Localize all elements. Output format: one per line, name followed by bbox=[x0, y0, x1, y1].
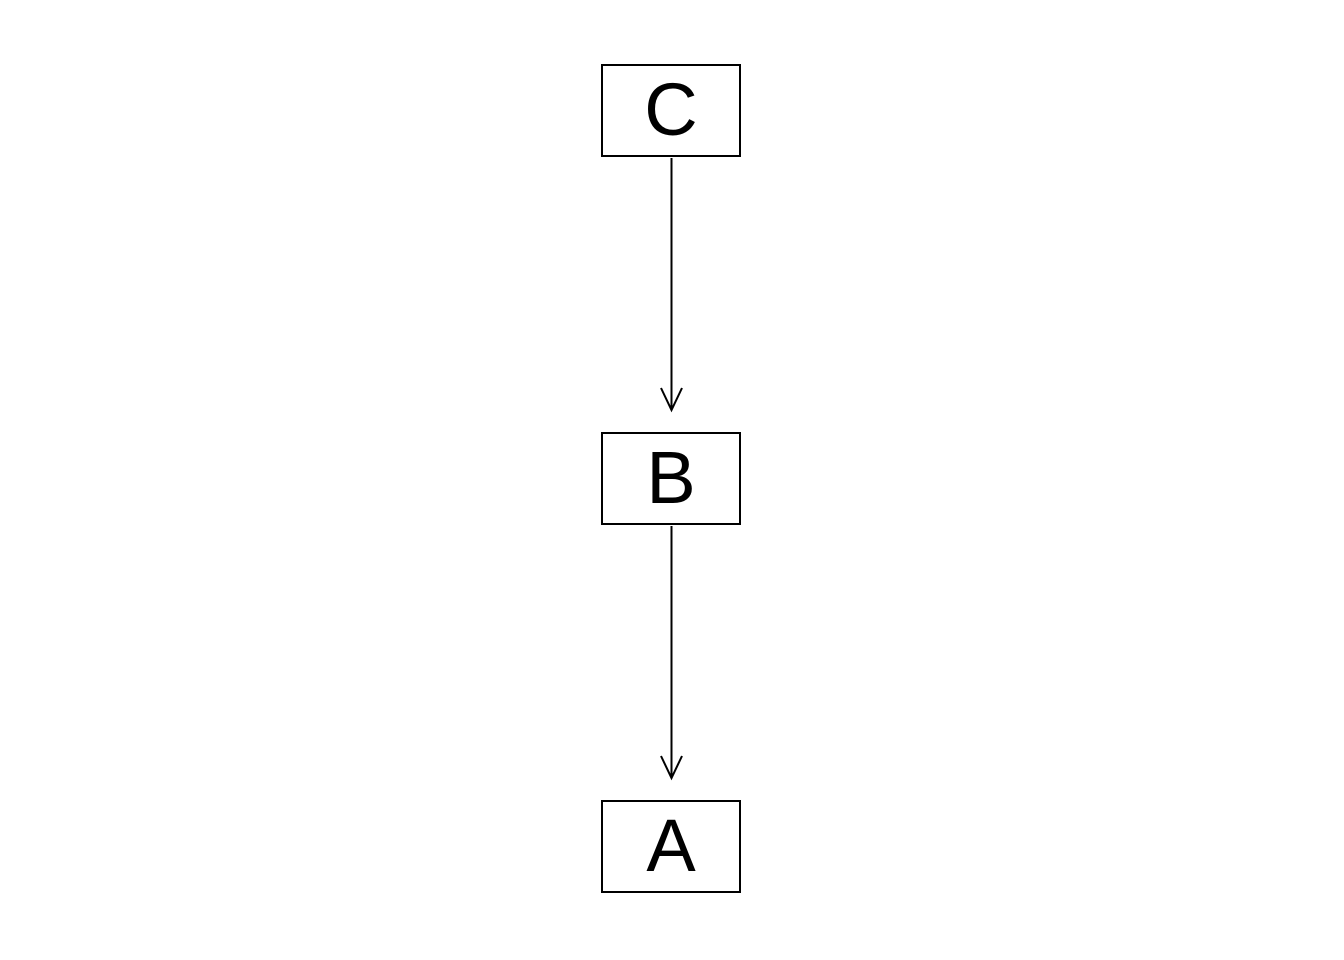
node-b[interactable]: B bbox=[601, 432, 741, 525]
edge-c-to-b bbox=[660, 158, 683, 413]
node-c-label: C bbox=[644, 67, 698, 151]
edge-c-to-b-arrowhead bbox=[660, 387, 683, 413]
edge-b-to-a bbox=[660, 526, 683, 781]
node-a-label: A bbox=[646, 803, 696, 887]
node-b-label: B bbox=[646, 435, 696, 519]
node-c[interactable]: C bbox=[601, 64, 741, 157]
node-a[interactable]: A bbox=[601, 800, 741, 893]
edge-b-to-a-arrowhead bbox=[660, 755, 683, 781]
